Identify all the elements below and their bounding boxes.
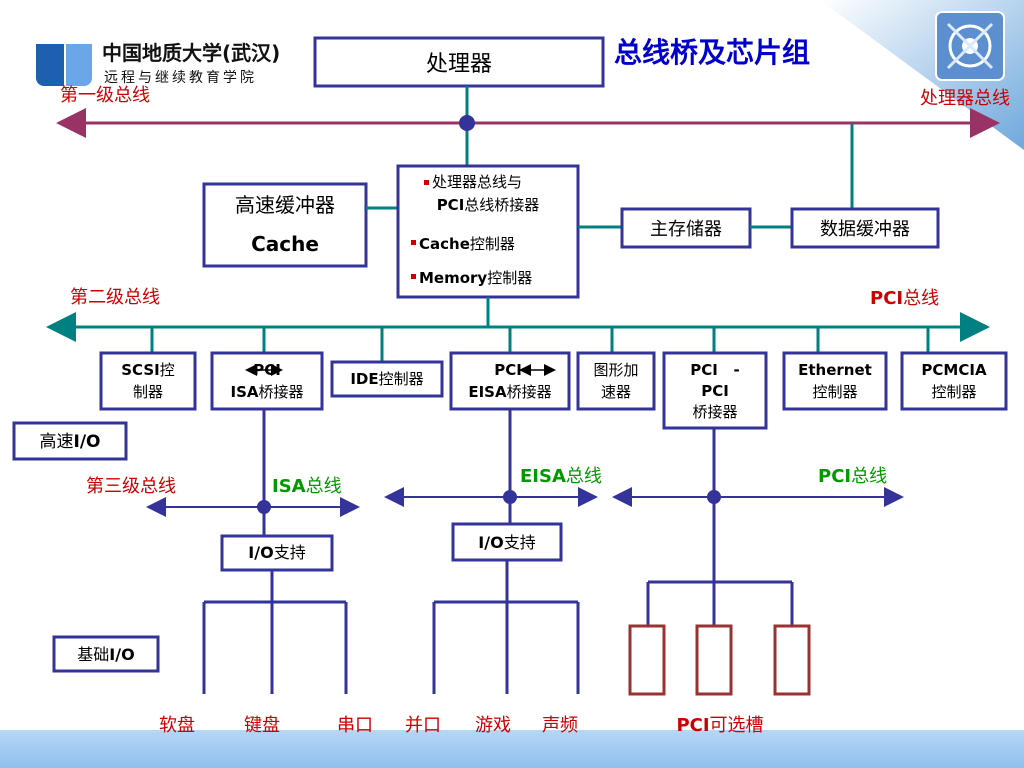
- data-buffer-label: 数据缓冲器: [820, 219, 910, 240]
- cache-label-cn: 高速缓冲器: [235, 193, 335, 217]
- pci-secondary-bus-node: [707, 490, 721, 504]
- pci-isa-bridge-box: [210, 351, 324, 411]
- processor-box: [313, 36, 605, 88]
- north-bridge-box: [396, 164, 580, 299]
- pcmcia-label-2: 控制器: [931, 383, 976, 401]
- pci-pci-label-3: 桥接器: [692, 403, 737, 421]
- pci-eisa-label-2: EISA桥接器: [468, 383, 551, 401]
- pci-eisa-label-1: PCI: [494, 361, 522, 379]
- basic-io-box: [52, 635, 160, 673]
- pci-bus2-label: PCI总线: [818, 466, 887, 487]
- pci-slot: [695, 624, 733, 696]
- ide-controller-box: [330, 360, 444, 398]
- graphics-accelerator-box: [576, 351, 656, 411]
- eisa-bus-label: EISA总线: [520, 466, 602, 487]
- bridge-line3: Cache控制器: [419, 235, 515, 253]
- cache-box: [202, 182, 368, 268]
- bullet-icon: [424, 180, 429, 185]
- game-port-label: 游戏: [475, 715, 511, 736]
- bridge-line1: 处理器总线与: [432, 173, 522, 191]
- keyboard-label: 键盘: [244, 715, 280, 736]
- pci-isa-label-2: ISA桥接器: [230, 383, 303, 401]
- isa-bus-node: [257, 500, 271, 514]
- eisa-io-support-label: I/O支持: [478, 533, 535, 552]
- processor-bus-label: 处理器总线: [920, 88, 1010, 109]
- main-memory-label: 主存储器: [650, 219, 722, 240]
- sound-label: 声频: [542, 715, 578, 736]
- pci-pci-label-2: PCI: [701, 382, 729, 400]
- level2-drops: [150, 327, 930, 362]
- slide-title: 总线桥及芯片组: [614, 36, 810, 69]
- school-name: 中国地质大学(武汉): [102, 41, 280, 65]
- serial-port-label: 串口: [337, 715, 373, 736]
- bullet-icon: [411, 274, 416, 279]
- level1-node: [459, 115, 475, 131]
- pci-slots-label: PCI可选槽: [676, 715, 763, 736]
- logo-mark-icon: [36, 44, 64, 86]
- processor-label: 处理器: [426, 52, 492, 77]
- basic-io-label: 基础I/O: [77, 645, 134, 664]
- bridge-line4: Memory控制器: [419, 269, 532, 287]
- corner-emblem-icon: [935, 11, 1005, 81]
- isa-io-support-box: [220, 534, 334, 572]
- basic-io-tree: [202, 560, 794, 694]
- level2-bus-label: 第二级总线: [70, 287, 160, 308]
- parallel-port-label: 并口: [405, 715, 441, 736]
- pci-bus-label: PCI总线: [870, 288, 939, 309]
- floppy-label: 软盘: [159, 715, 195, 736]
- scsi-label-1: SCSI控: [121, 361, 175, 379]
- pci-slot: [628, 624, 666, 696]
- pci-slot: [773, 624, 811, 696]
- high-speed-io-box: [12, 421, 128, 461]
- pcmcia-controller-box: [900, 351, 1008, 411]
- cache-label-en: Cache: [251, 232, 319, 256]
- school-logo: 中国地质大学(武汉) 远程与继续教育学院: [36, 41, 280, 86]
- isa-bus-label: ISA总线: [272, 476, 342, 497]
- school-department: 远程与继续教育学院: [104, 69, 257, 86]
- graphics-label-2: 速器: [601, 383, 631, 401]
- bridge-line2: PCI总线桥接器: [437, 196, 540, 214]
- eisa-bus-node: [503, 490, 517, 504]
- data-buffer-box: [790, 207, 940, 249]
- scsi-label-2: 制器: [133, 383, 163, 401]
- level1-bus-label: 第一级总线: [60, 85, 150, 106]
- ethernet-label-2: 控制器: [812, 383, 857, 401]
- isa-io-support-label: I/O支持: [248, 543, 305, 562]
- ide-label: IDE控制器: [350, 370, 423, 388]
- level3-bus-label: 第三级总线: [86, 476, 176, 497]
- ethernet-controller-box: [782, 351, 888, 411]
- bottom-band: [0, 730, 1024, 768]
- high-speed-io-label: 高速I/O: [40, 432, 101, 452]
- pcmcia-label-1: PCMCIA: [921, 361, 987, 379]
- pci-pci-label-1: PCI -: [690, 361, 739, 379]
- ethernet-label-1: Ethernet: [798, 361, 872, 379]
- graphics-label-1: 图形加: [593, 361, 638, 379]
- bullet-icon: [411, 240, 416, 245]
- scsi-controller-box: [99, 351, 197, 411]
